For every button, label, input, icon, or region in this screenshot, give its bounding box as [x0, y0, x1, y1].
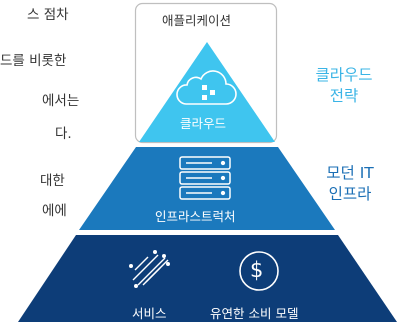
- tier-infrastructure: [79, 147, 335, 230]
- tier-services-label: 서비스: [132, 306, 167, 321]
- tier-cloud-label: 클라우드: [180, 116, 227, 131]
- modern-it-label: 모던 IT 인프라: [310, 163, 390, 205]
- cloud-strategy-line: 전략: [329, 87, 359, 105]
- dollar-sign: $: [250, 258, 264, 282]
- cloud-icon: [176, 70, 237, 105]
- body-text-line: 대한: [40, 173, 65, 189]
- services-grid-icon: [128, 249, 170, 289]
- tier-consumption-label: 유연한 소비 모델: [210, 306, 299, 321]
- dollar-icon: [239, 251, 279, 291]
- application-label: 애플리케이션: [162, 13, 232, 28]
- modern-it-line: 모던 IT: [326, 164, 374, 182]
- body-text-line: 다.: [55, 126, 72, 142]
- server-icon: [179, 156, 231, 200]
- body-text-line: 에에: [42, 203, 67, 219]
- body-text-line: 에서는: [42, 93, 80, 109]
- cloud-strategy-label: 클라우드 전략: [298, 65, 390, 107]
- body-text-line: 스 점차: [27, 7, 69, 23]
- tier-infrastructure-label: 인프라스트럭처: [155, 209, 236, 224]
- tier-services: [18, 235, 397, 322]
- body-text-line: 드를 비롯한: [0, 53, 67, 69]
- cloud-strategy-line: 클라우드: [315, 66, 373, 84]
- modern-it-line: 인프라: [328, 185, 372, 203]
- tier-cloud: [139, 42, 275, 142]
